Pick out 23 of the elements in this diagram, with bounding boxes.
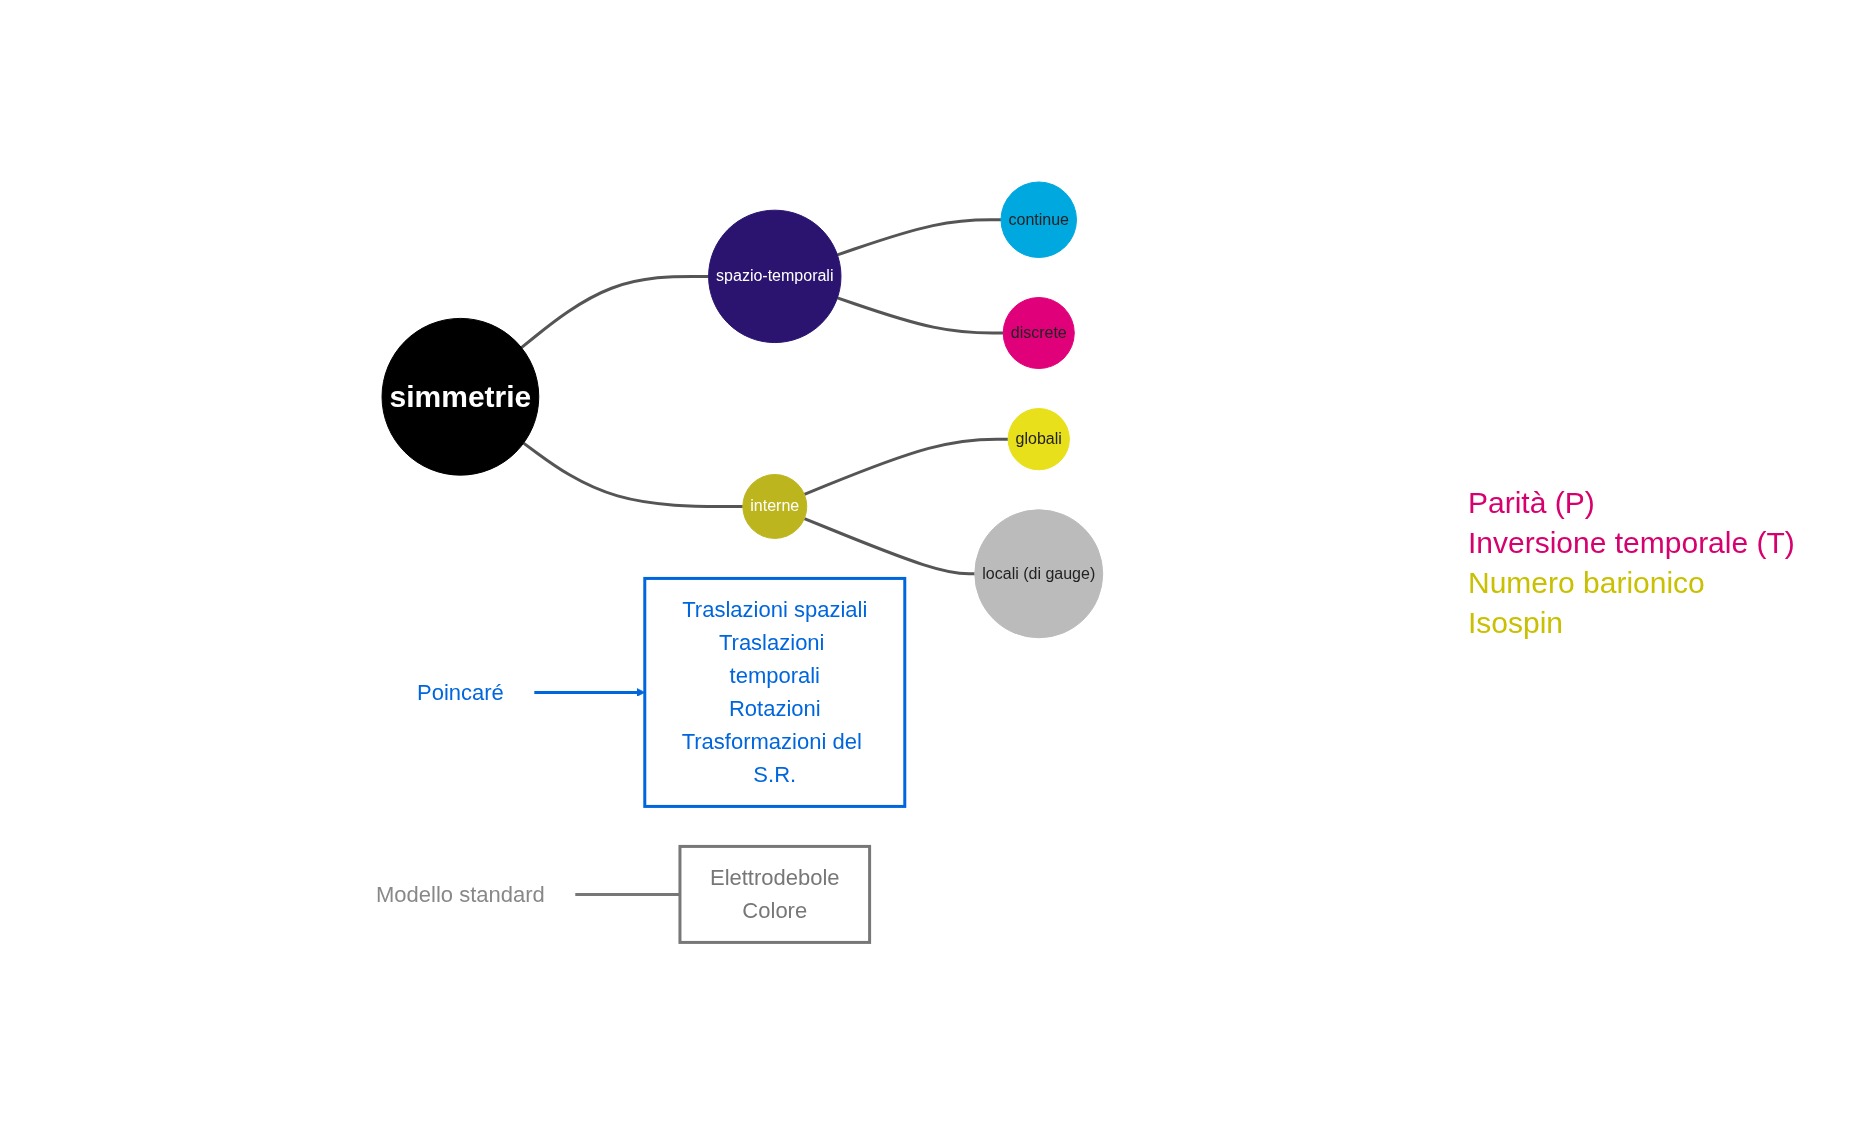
node-circle: discrete (1002, 297, 1075, 370)
node-circle: spazio-temporali (707, 209, 842, 344)
label-text: Parità (P) (1468, 485, 1596, 520)
connector (803, 517, 975, 576)
node-box: Elettrodebole Colore (678, 845, 871, 945)
node-circle: interne (741, 474, 807, 540)
arrow (533, 688, 645, 698)
connector (836, 218, 1001, 257)
label-text: Inversione temporale (T) (1468, 525, 1796, 560)
node-circle: continue (1000, 181, 1077, 259)
node-text: Poincaré (416, 680, 504, 706)
connector (522, 442, 743, 509)
node-text: Modello standard (375, 882, 545, 908)
label-text: Numero barionico (1468, 565, 1706, 600)
connector (836, 296, 1003, 335)
node-circle: locali (di gauge) (973, 509, 1103, 639)
node-box: Traslazioni spaziali Traslazioni temporali Rotazioni Trasformazioni del S.R. (642, 577, 906, 809)
connector (803, 437, 1008, 497)
connector (520, 275, 709, 350)
connector (574, 893, 680, 897)
node-circle: simmetrie (381, 318, 539, 476)
node-circle: globali (1007, 408, 1070, 471)
label-text: Isospin (1468, 605, 1565, 640)
